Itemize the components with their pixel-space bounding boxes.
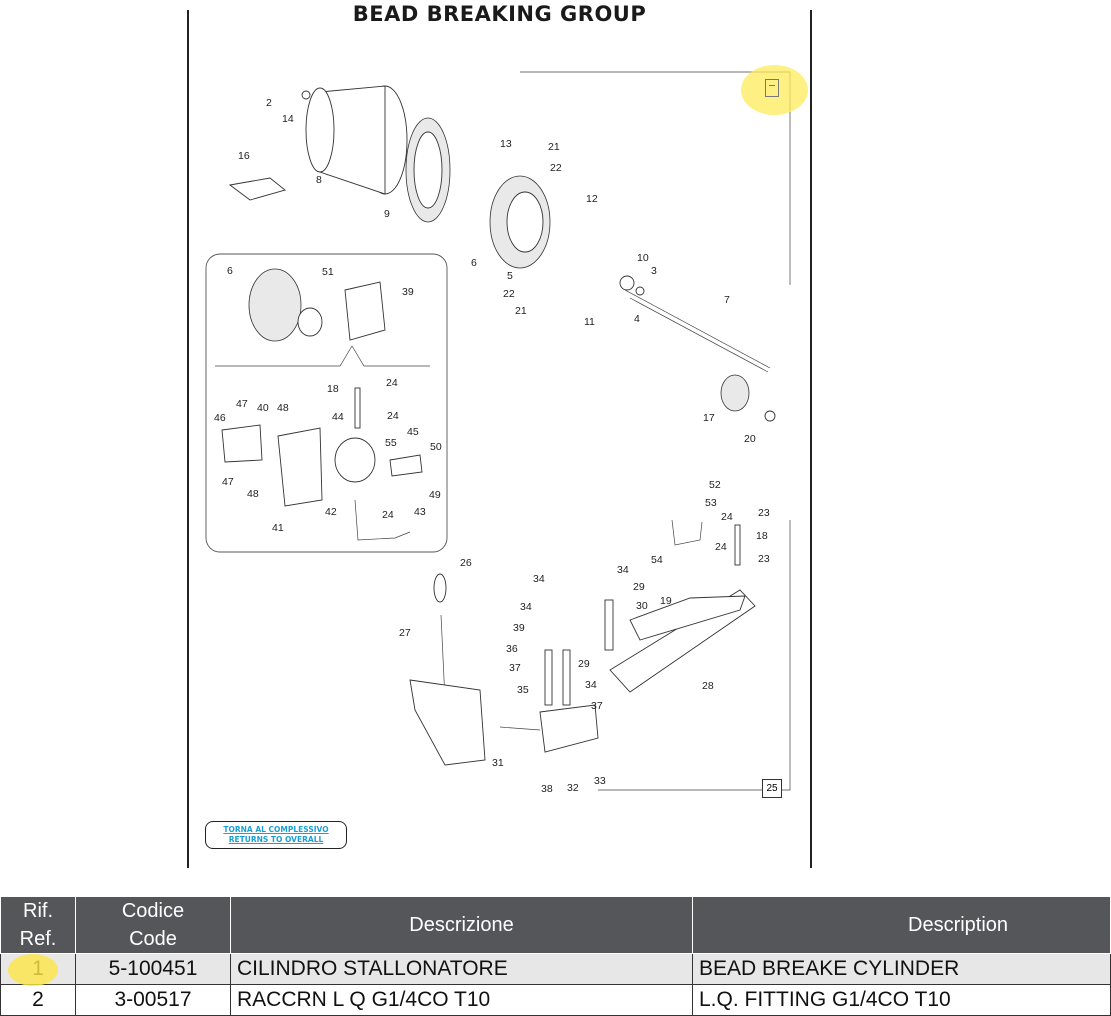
part-label-l28: 28: [702, 680, 714, 692]
part-label-l9: 9: [384, 208, 390, 220]
part-label-l11: 11: [584, 316, 595, 328]
part-label-l52: 52: [709, 479, 721, 491]
part-label-l22b: 22: [503, 288, 515, 300]
part-label-l16: 16: [238, 150, 250, 162]
part-label-l33: 33: [594, 775, 606, 787]
return-label-en[interactable]: RETURNS TO OVERALL: [228, 835, 324, 844]
part-label-l39a: 39: [402, 286, 414, 298]
part-label-l19: 19: [660, 595, 672, 607]
part-label-l47a: 47: [236, 398, 248, 410]
table-row[interactable]: 2 3-00517 RACCRN L Q G1/4CO T10 L.Q. FIT…: [0, 984, 1111, 1016]
part-labels: 2 14 16 8 9 13 21 22 12 6 10 3 5 22 21 1…: [214, 97, 770, 795]
part-label-l22a: 22: [550, 162, 562, 174]
page-frame: [187, 10, 812, 868]
part-label-l24d: 24: [721, 511, 733, 523]
part-label-l38: 38: [541, 783, 553, 795]
part-label-l8: 8: [316, 174, 322, 186]
plate-drawing: [489, 175, 776, 422]
return-label-it[interactable]: TORNA AL COMPLESSIVO: [223, 825, 329, 834]
part-label-l40: 40: [257, 402, 269, 414]
part-label-l34a: 34: [533, 573, 545, 585]
part-label-l26: 26: [460, 557, 472, 569]
part-label-l23b: 23: [758, 553, 770, 565]
part-label-l55: 55: [385, 437, 397, 449]
part-label-l29a: 29: [633, 581, 645, 593]
part-label-l43: 43: [414, 506, 426, 518]
document-icon[interactable]: [765, 79, 779, 97]
part-label-l46: 46: [214, 412, 226, 424]
part-label-l14: 14: [282, 113, 294, 125]
part-label-l13: 13: [500, 138, 512, 150]
part-label-l31: 31: [492, 757, 504, 769]
table-row[interactable]: 1 5-100451 CILINDRO STALLONATORE BEAD BR…: [0, 953, 1111, 985]
row-code: 3-00517: [75, 984, 231, 1016]
page-number: 25: [762, 779, 782, 798]
part-label-l20: 20: [744, 433, 756, 445]
part-label-l45: 45: [407, 426, 419, 438]
row-ref: 2: [0, 984, 76, 1016]
part-label-l37b: 37: [591, 700, 603, 712]
part-label-l5: 5: [507, 270, 513, 282]
part-label-l24c: 24: [382, 509, 394, 521]
part-label-l50: 50: [430, 441, 442, 453]
row-desc-it: RACCRN L Q G1/4CO T10: [230, 984, 693, 1016]
part-label-l42: 42: [325, 506, 337, 518]
part-label-l12: 12: [586, 193, 598, 205]
part-label-l54: 54: [651, 554, 663, 566]
part-label-l41: 41: [272, 522, 284, 534]
part-label-l37a: 37: [509, 662, 521, 674]
part-label-l32: 32: [567, 782, 579, 794]
part-label-l34c: 34: [520, 601, 532, 613]
page-title: BEAD BREAKING GROUP: [352, 2, 647, 26]
part-label-l48b: 48: [247, 488, 259, 500]
part-label-l44: 44: [332, 411, 344, 423]
part-label-l7: 7: [724, 294, 730, 306]
part-label-l39b: 39: [513, 622, 525, 634]
part-label-l24a: 24: [386, 377, 398, 389]
part-label-l23a: 23: [758, 507, 770, 519]
part-label-l24e: 24: [715, 541, 727, 553]
lower-drawing: [409, 71, 791, 791]
part-label-l6b: 6: [227, 265, 233, 277]
part-label-l34b: 34: [617, 564, 629, 576]
inset-drawing: [215, 268, 430, 541]
part-label-l30: 30: [636, 600, 648, 612]
part-label-l47b: 47: [222, 476, 234, 488]
header-ref: Rif.Ref.: [0, 896, 76, 954]
part-label-l34d: 34: [585, 679, 597, 691]
part-label-l49: 49: [429, 489, 441, 501]
part-label-l18b: 18: [756, 530, 768, 542]
part-label-l17: 17: [703, 412, 715, 424]
row-desc-en: BEAD BREAKE CYLINDER: [692, 953, 1111, 985]
header-descrizione: Descrizione: [230, 896, 693, 954]
part-label-l51: 51: [322, 266, 334, 278]
part-label-l21b: 21: [515, 305, 527, 317]
row-desc-it: CILINDRO STALLONATORE: [230, 953, 693, 985]
row-code: 5-100451: [75, 953, 231, 985]
part-label-l29b: 29: [578, 658, 590, 670]
part-label-l3: 3: [651, 265, 657, 277]
return-to-overall-button[interactable]: TORNA AL COMPLESSIVO RETURNS TO OVERALL: [205, 821, 347, 849]
part-label-l36: 36: [506, 643, 518, 655]
part-label-l35: 35: [517, 684, 529, 696]
exploded-diagram: 2 14 16 8 9 13 21 22 12 6 10 3 5 22 21 1…: [205, 71, 791, 795]
part-label-l18a: 18: [327, 383, 339, 395]
row-ref: 1: [0, 953, 76, 985]
part-label-l10: 10: [637, 252, 649, 264]
part-label-l27: 27: [399, 627, 411, 639]
cylinder-drawing: [228, 85, 451, 223]
part-label-l2: 2: [266, 97, 272, 109]
part-label-l24b: 24: [387, 410, 399, 422]
part-label-l48a: 48: [277, 402, 289, 414]
row-desc-en: L.Q. FITTING G1/4CO T10: [692, 984, 1111, 1016]
part-label-l21a: 21: [548, 141, 560, 153]
header-description: Description: [692, 896, 1111, 954]
part-label-l4: 4: [634, 313, 640, 325]
part-label-l53: 53: [705, 497, 717, 509]
annotation-highlight: [741, 65, 808, 115]
part-label-l6a: 6: [471, 257, 477, 269]
